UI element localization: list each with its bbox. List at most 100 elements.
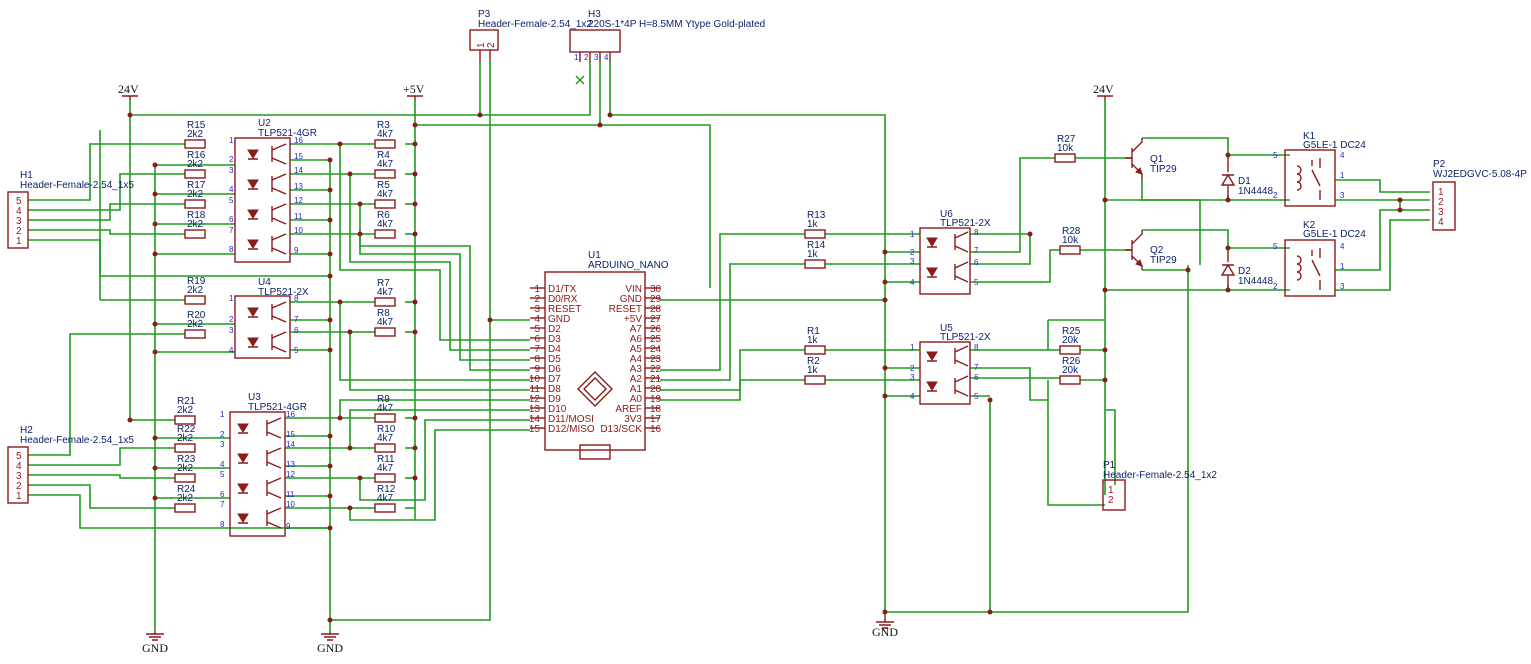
mcu-pin-name: RESET (548, 304, 581, 315)
p1-value: Header-Female-2.54_1x2 (1103, 470, 1217, 481)
u5-value: TLP521-2X (940, 332, 991, 343)
resistor-body (374, 327, 396, 337)
h3-pin-4: 4 (604, 53, 609, 62)
resistor-value: 2k2 (187, 159, 204, 170)
resistor-ref: R6 (377, 210, 390, 221)
u5-pin-7: 7 (974, 363, 979, 372)
d2-ref: D2 (1238, 266, 1251, 277)
k1-pin-3: 3 (1340, 191, 1345, 200)
u4-pin-4: 4 (229, 346, 234, 355)
resistor-value: 4k7 (377, 433, 394, 444)
u6-pin-3: 3 (910, 257, 915, 266)
header-p1: 1 2 P1 Header-Female-2.54_1x2 (1102, 460, 1217, 511)
resistor-value: 2k2 (177, 405, 194, 416)
u4-pin-8: 8 (294, 294, 299, 303)
resistor-ref: R26 (1062, 356, 1081, 367)
resistor-value: 2k2 (177, 463, 194, 474)
resistor-body (1059, 345, 1081, 355)
resistor-ref: R14 (807, 240, 826, 251)
mcu-pin-name: D3 (548, 334, 561, 345)
d2-value: 1N4448 (1238, 276, 1273, 287)
h2-value: Header-Female-2.54_1x5 (20, 435, 134, 446)
resistor-ref: R18 (187, 210, 206, 221)
diode-d1: D1 1N4448 (1220, 155, 1273, 200)
h1-pin-5: 5 (16, 196, 22, 207)
h2-ref: H2 (20, 425, 33, 436)
mcu-pin-name: D8 (548, 384, 561, 395)
u2-channel-4 (247, 233, 287, 255)
u3-pin-3: 3 (220, 440, 225, 449)
resistor-body (1059, 245, 1081, 255)
resistor-body (374, 199, 396, 209)
mcu-pin-name: A6 (630, 334, 643, 345)
diode-d2: D2 1N4448 (1220, 248, 1273, 290)
u3-value: TLP521-4GR (248, 402, 307, 413)
u3-pin-4: 4 (220, 460, 225, 469)
resistor-value: 2k2 (177, 433, 194, 444)
resistor-value: 1k (807, 249, 819, 260)
mcu-pin-name: A4 (630, 354, 643, 365)
resistor-body (374, 473, 396, 483)
u3-pin-9: 9 (286, 522, 291, 531)
u4-pin-5: 5 (294, 346, 299, 355)
junction-layer (127, 112, 1403, 623)
header-p2: 1 2 3 4 P2 WJ2EDGVC-5.08-4P (1432, 159, 1527, 231)
mcu-pin-number: 15 (529, 424, 541, 435)
resistor-body (374, 297, 396, 307)
k1-pin-4: 4 (1340, 151, 1345, 160)
mcu-pin-name: D1/TX (548, 284, 577, 295)
u3-pin-1: 1 (220, 410, 225, 419)
ground-symbol-right: GND (872, 612, 898, 639)
p1-ref: P1 (1103, 460, 1116, 471)
resistor-value: 4k7 (377, 493, 394, 504)
mcu-pin-name: A2 (630, 374, 643, 385)
resistor-value: 2k2 (187, 319, 204, 330)
optocoupler-u3: U3 TLP521-4GR 1 2 3 4 5 6 7 8 16 15 14 1… (220, 392, 307, 537)
k1-pin-2: 2 (1273, 191, 1278, 200)
optocoupler-u4: U4 TLP521-2X 1 2 3 4 8 7 6 5 (229, 277, 309, 359)
h2-pin-4: 4 (16, 461, 22, 472)
resistor-body (374, 169, 396, 179)
header-h1: H1 Header-Female-2.54_1x5 5 4 3 2 1 (7, 170, 134, 249)
resistor-body (374, 229, 396, 239)
resistor-ref: R22 (177, 424, 196, 435)
h1-ref: H1 (20, 170, 33, 181)
resistor-body (184, 199, 206, 209)
resistor-value: 4k7 (377, 287, 394, 298)
h3-value: 220S-1*4P H=8.5MM Ytype Gold-plated (588, 19, 765, 30)
p3-pin-1: 1 (476, 42, 487, 48)
p1-pin-2: 2 (1108, 495, 1114, 506)
mcu-pin-number: 22 (650, 364, 662, 375)
p1-pin-1: 1 (1108, 485, 1114, 496)
mcu-pin-number: 7 (534, 344, 540, 355)
resistor-ref: R9 (377, 394, 390, 405)
resistor-body (1059, 375, 1081, 385)
p2-pin-3: 3 (1438, 207, 1444, 218)
d1-value: 1N4448 (1238, 186, 1273, 197)
header-h2: H2 Header-Female-2.54_1x5 5 4 3 2 1 (7, 425, 134, 504)
resistor-body (804, 345, 826, 355)
mcu-pin-number: 26 (650, 324, 662, 335)
resistor-body (174, 503, 196, 513)
p3-ref: P3 (478, 9, 491, 20)
u6-ref: U6 (940, 209, 953, 220)
k1-pin-1: 1 (1340, 171, 1345, 180)
ground-left-label: GND (142, 641, 168, 655)
u2-pin-3: 3 (229, 166, 234, 175)
u3-pin-7: 7 (220, 500, 225, 509)
mcu-pin-number: 28 (650, 304, 662, 315)
resistor-ref: R24 (177, 484, 196, 495)
mcu-pin-name: D9 (548, 394, 561, 405)
mcu-pin-name: A0 (630, 394, 643, 405)
mcu-pin-name: D4 (548, 344, 561, 355)
resistor-body (184, 169, 206, 179)
u5-pin-6: 6 (974, 373, 979, 382)
